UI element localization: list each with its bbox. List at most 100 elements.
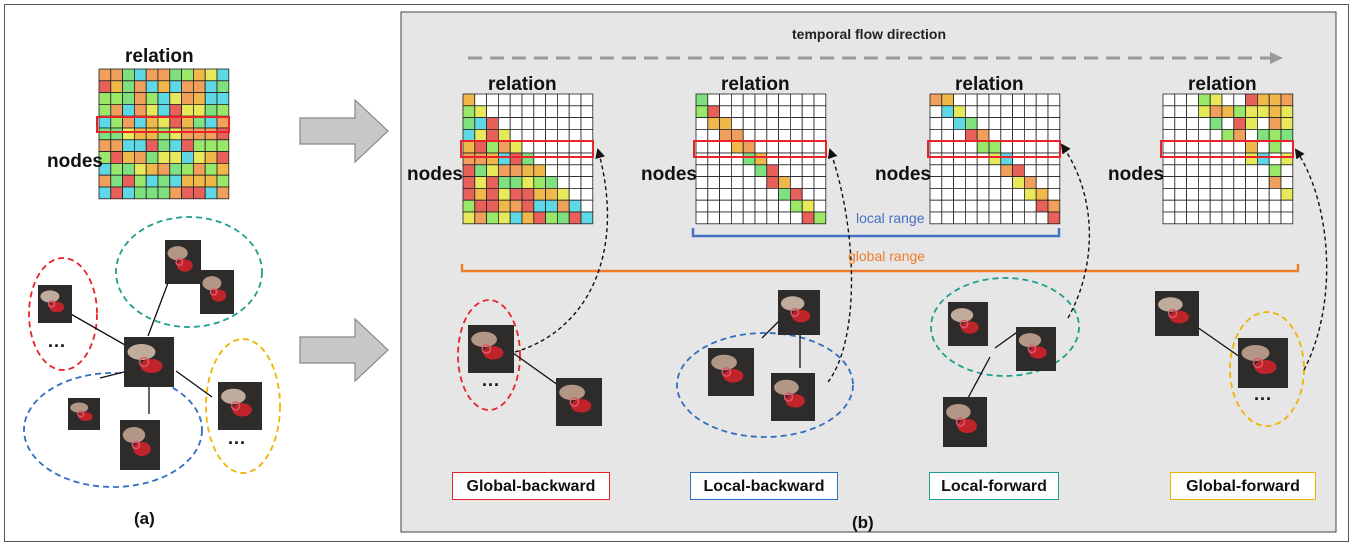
matrix-cell (192, 186, 206, 200)
matrix-cell (580, 199, 594, 213)
matrix-cell (731, 199, 744, 213)
matrix-cell (790, 117, 803, 130)
matrix-cell (1174, 176, 1188, 189)
matrix-cell (790, 93, 803, 107)
matrix-cell (695, 199, 709, 213)
matrix-cell (122, 139, 135, 153)
matrix-cell (474, 93, 487, 107)
matrix-cell (486, 164, 499, 178)
matrix-cell (766, 105, 779, 119)
matrix-cell (1000, 117, 1013, 130)
matrix-cell (965, 128, 978, 142)
matrix-cell (169, 186, 183, 200)
matrix-cell (1024, 187, 1037, 201)
matrix-cell (181, 80, 194, 94)
matrix-cell (1000, 105, 1013, 119)
matrix-cell (192, 162, 206, 176)
matrix-cell (1268, 211, 1282, 225)
matrix-cell (98, 174, 112, 188)
matrix-cell (1174, 140, 1188, 154)
matrix-cell (1186, 199, 1199, 213)
matrix-cell (1035, 117, 1049, 130)
matrix-cell (742, 187, 756, 201)
matrix-cell (110, 104, 124, 117)
matrix-cell (1209, 140, 1223, 154)
matrix-cell (521, 117, 535, 130)
matrix-cell (695, 164, 709, 178)
matrix-cell (462, 187, 476, 201)
matrix-cell (1162, 164, 1176, 178)
matrix-cell (742, 152, 756, 166)
matrix-cell (181, 104, 194, 117)
matrix-cell (533, 199, 546, 213)
matrix-cell (1000, 164, 1013, 178)
matrix-cell (1209, 152, 1223, 166)
matrix-cell (754, 176, 768, 189)
matrix-cell (533, 187, 546, 201)
matrix-cell (1174, 105, 1188, 119)
ellipsis-a-yellow: ... (228, 428, 247, 448)
matrix-cell (813, 93, 827, 107)
matrix-cell (521, 176, 535, 189)
matrix-cell (1257, 199, 1270, 213)
matrix-cell (1186, 140, 1199, 154)
matrix-cell (1047, 211, 1061, 225)
matrix-cell (742, 176, 756, 189)
matrix-cell (1198, 199, 1211, 213)
matrix-cell (988, 117, 1002, 130)
matrix-cell (98, 139, 112, 153)
matrix-cell (719, 117, 732, 130)
matrix-cell (557, 176, 570, 189)
matrix-cell (1280, 176, 1294, 189)
matrix-cell (988, 164, 1002, 178)
matrix-cell (1245, 164, 1258, 178)
matrix-cell (474, 164, 487, 178)
matrix-cell (533, 152, 546, 166)
matrix-cell (157, 186, 171, 200)
matrix-cell (474, 128, 487, 142)
matrix-cell (486, 152, 499, 166)
matrix-cell (778, 187, 791, 201)
matrix-cell (1035, 140, 1049, 154)
matrix-cell (521, 128, 535, 142)
matrix-cell (695, 117, 709, 130)
matrix-cell (813, 117, 827, 130)
matrix-cell (216, 127, 230, 141)
matrix-cell (929, 187, 943, 201)
ellipse-yellow-a (205, 338, 281, 474)
matrix-cell (1257, 152, 1270, 166)
matrix-cell (707, 140, 720, 154)
matrix-cell (157, 174, 171, 188)
matrix-b1-nodes-label: nodes (407, 164, 463, 185)
matrix-cell (1198, 164, 1211, 178)
matrix-cell (778, 164, 791, 178)
matrix-cell (941, 117, 954, 130)
matrix-cell (790, 211, 803, 225)
matrix-b3-nodes-label: nodes (875, 164, 931, 185)
matrix-cell (568, 93, 582, 107)
matrix-cell (462, 105, 476, 119)
ellipse-red-b (457, 299, 521, 411)
matrix-cell (1198, 105, 1211, 119)
matrix-cell (533, 176, 546, 189)
ellipsis-a-red: ... (48, 331, 67, 351)
matrix-cell (216, 162, 230, 176)
matrix-cell (497, 164, 511, 178)
matrix-cell (1162, 152, 1176, 166)
ellipsis-b-yellow: ... (1254, 384, 1273, 404)
matrix-cell (813, 176, 827, 189)
matrix-cell (1174, 117, 1188, 130)
matrix-cell (778, 211, 791, 225)
matrix-cell (122, 186, 135, 200)
matrix-cell (742, 140, 756, 154)
matrix-a-nodes-label: nodes (47, 151, 103, 172)
big-arrow-bottom (299, 317, 389, 383)
matrix-cell (1000, 176, 1013, 189)
matrix-cell (1047, 187, 1061, 201)
highlight-row-b2 (693, 140, 827, 158)
matrix-cell (509, 176, 523, 189)
matrix-cell (976, 164, 990, 178)
matrix-cell (192, 68, 206, 82)
matrix-cell (216, 139, 230, 153)
matrix-cell (953, 164, 966, 178)
